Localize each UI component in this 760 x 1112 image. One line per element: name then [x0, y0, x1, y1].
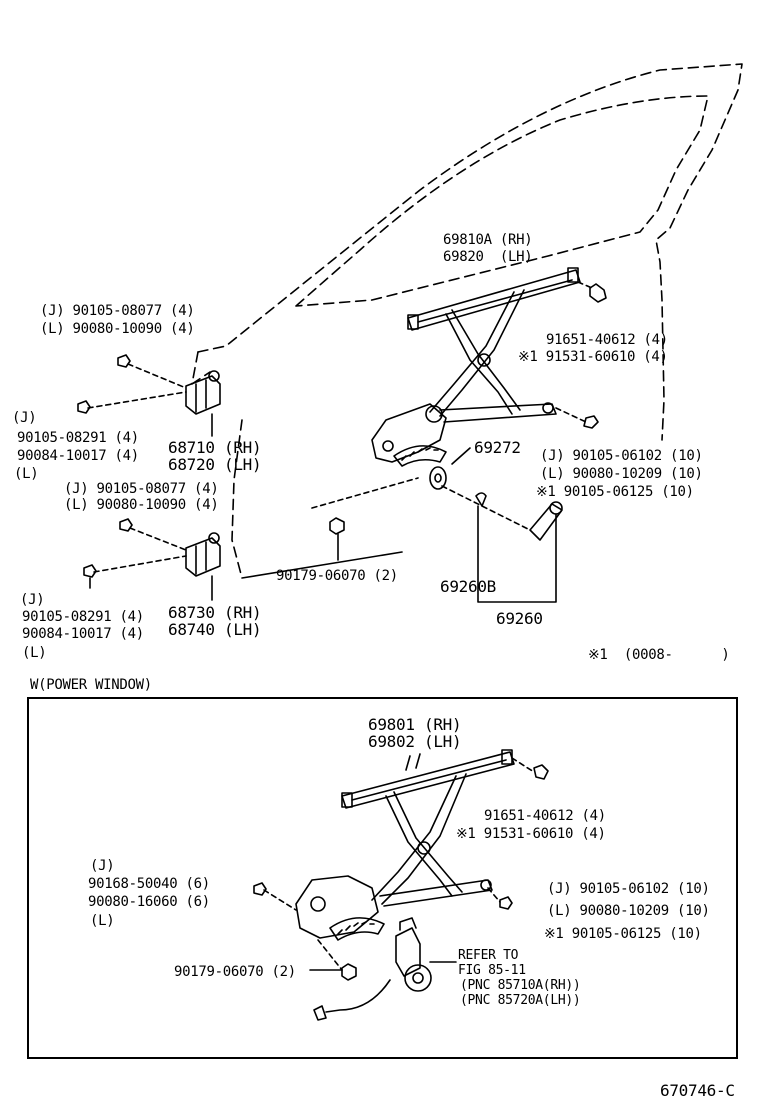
pw-right-l-label: (L) 90080-10209 (10) — [547, 903, 710, 919]
nut-label: 90179-06070 (2) — [276, 568, 398, 584]
pw-left-1-label: 90168-50040 (6) — [88, 876, 210, 892]
hinge-lower-rh-label: 68730 (RH) — [168, 603, 262, 622]
reg-bolt-1-label: 91651-40612 (4) — [546, 332, 668, 348]
section-title: W(POWER WINDOW) — [30, 677, 152, 693]
clip-label: 69260B — [440, 577, 496, 596]
pw-nut-label: 90179-06070 (2) — [174, 964, 296, 980]
pw-reg-bolt-1-label: 91651-40612 (4) — [484, 808, 606, 824]
bolt-c-j-label: (J) 90105-08077 (4) — [64, 481, 219, 497]
pw-left-l-label: (L) — [90, 913, 115, 929]
figure-code: 670746-C — [660, 1081, 735, 1100]
bolt-d-j-label: (J) — [20, 592, 45, 608]
lower-hinge — [83, 518, 221, 601]
bolt-d-2-label: 90084-10017 (4) — [22, 626, 144, 642]
bolt-b-1-label: 90105-08291 (4) — [17, 430, 139, 446]
hinge-lower-lh-label: 68740 (LH) — [168, 620, 262, 639]
manual-regulator — [371, 267, 581, 467]
bolt-b-2-label: 90084-10017 (4) — [17, 448, 139, 464]
pw-left-2-label: 90080-16060 (6) — [88, 894, 210, 910]
regulator-rh-label: 69810A (RH) — [443, 232, 533, 248]
bolt-d-1-label: 90105-08291 (4) — [22, 609, 144, 625]
door-frame — [191, 63, 743, 579]
refer-line-3: (PNC 85710A(RH)) — [460, 978, 581, 993]
top-fasteners — [241, 281, 607, 603]
refer-line-4: (PNC 85720A(LH)) — [460, 993, 581, 1008]
reg-bolt-2-label: ※1 91531-60610 (4) — [518, 349, 668, 365]
pw-reg-bolt-2-label: ※1 91531-60610 (4) — [456, 826, 606, 842]
handle-label: 69260 — [496, 609, 543, 628]
gear-label: 69272 — [474, 438, 521, 457]
pw-regulator-rh-label: 69801 (RH) — [368, 715, 462, 734]
side-bolt-x-label: ※1 90105-06125 (10) — [536, 484, 694, 500]
bolt-d-l-label: (L) — [22, 645, 47, 661]
bolt-b-j-label: (J) — [12, 410, 37, 426]
refer-line-1: REFER TO — [458, 948, 519, 963]
pw-regulator-lh-label: 69802 (LH) — [368, 732, 462, 751]
bolt-a-l-label: (L) 90080-10090 (4) — [40, 321, 195, 337]
side-bolt-l-label: (L) 90080-10209 (10) — [540, 466, 703, 482]
regulator-lh-label: 69820 (LH) — [443, 249, 533, 265]
refer-line-2: FIG 85-11 — [458, 963, 526, 978]
side-bolt-j-label: (J) 90105-06102 (10) — [540, 448, 703, 464]
pw-left-j-label: (J) — [90, 858, 115, 874]
hinge-upper-lh-label: 68720 (LH) — [168, 455, 262, 474]
power-window-box — [27, 697, 738, 1059]
bolt-c-l-label: (L) 90080-10090 (4) — [64, 497, 219, 513]
bolt-a-j-label: (J) 90105-08077 (4) — [40, 303, 195, 319]
footnote-label: ※1 (0008- ) — [588, 647, 730, 663]
pw-right-x-label: ※1 90105-06125 (10) — [544, 926, 702, 942]
pw-right-j-label: (J) 90105-06102 (10) — [547, 881, 710, 897]
hinge-upper-rh-label: 68710 (RH) — [168, 438, 262, 457]
bolt-b-l-label: (L) — [14, 466, 39, 482]
upper-hinge — [77, 354, 221, 437]
power-regulator — [253, 749, 549, 1021]
